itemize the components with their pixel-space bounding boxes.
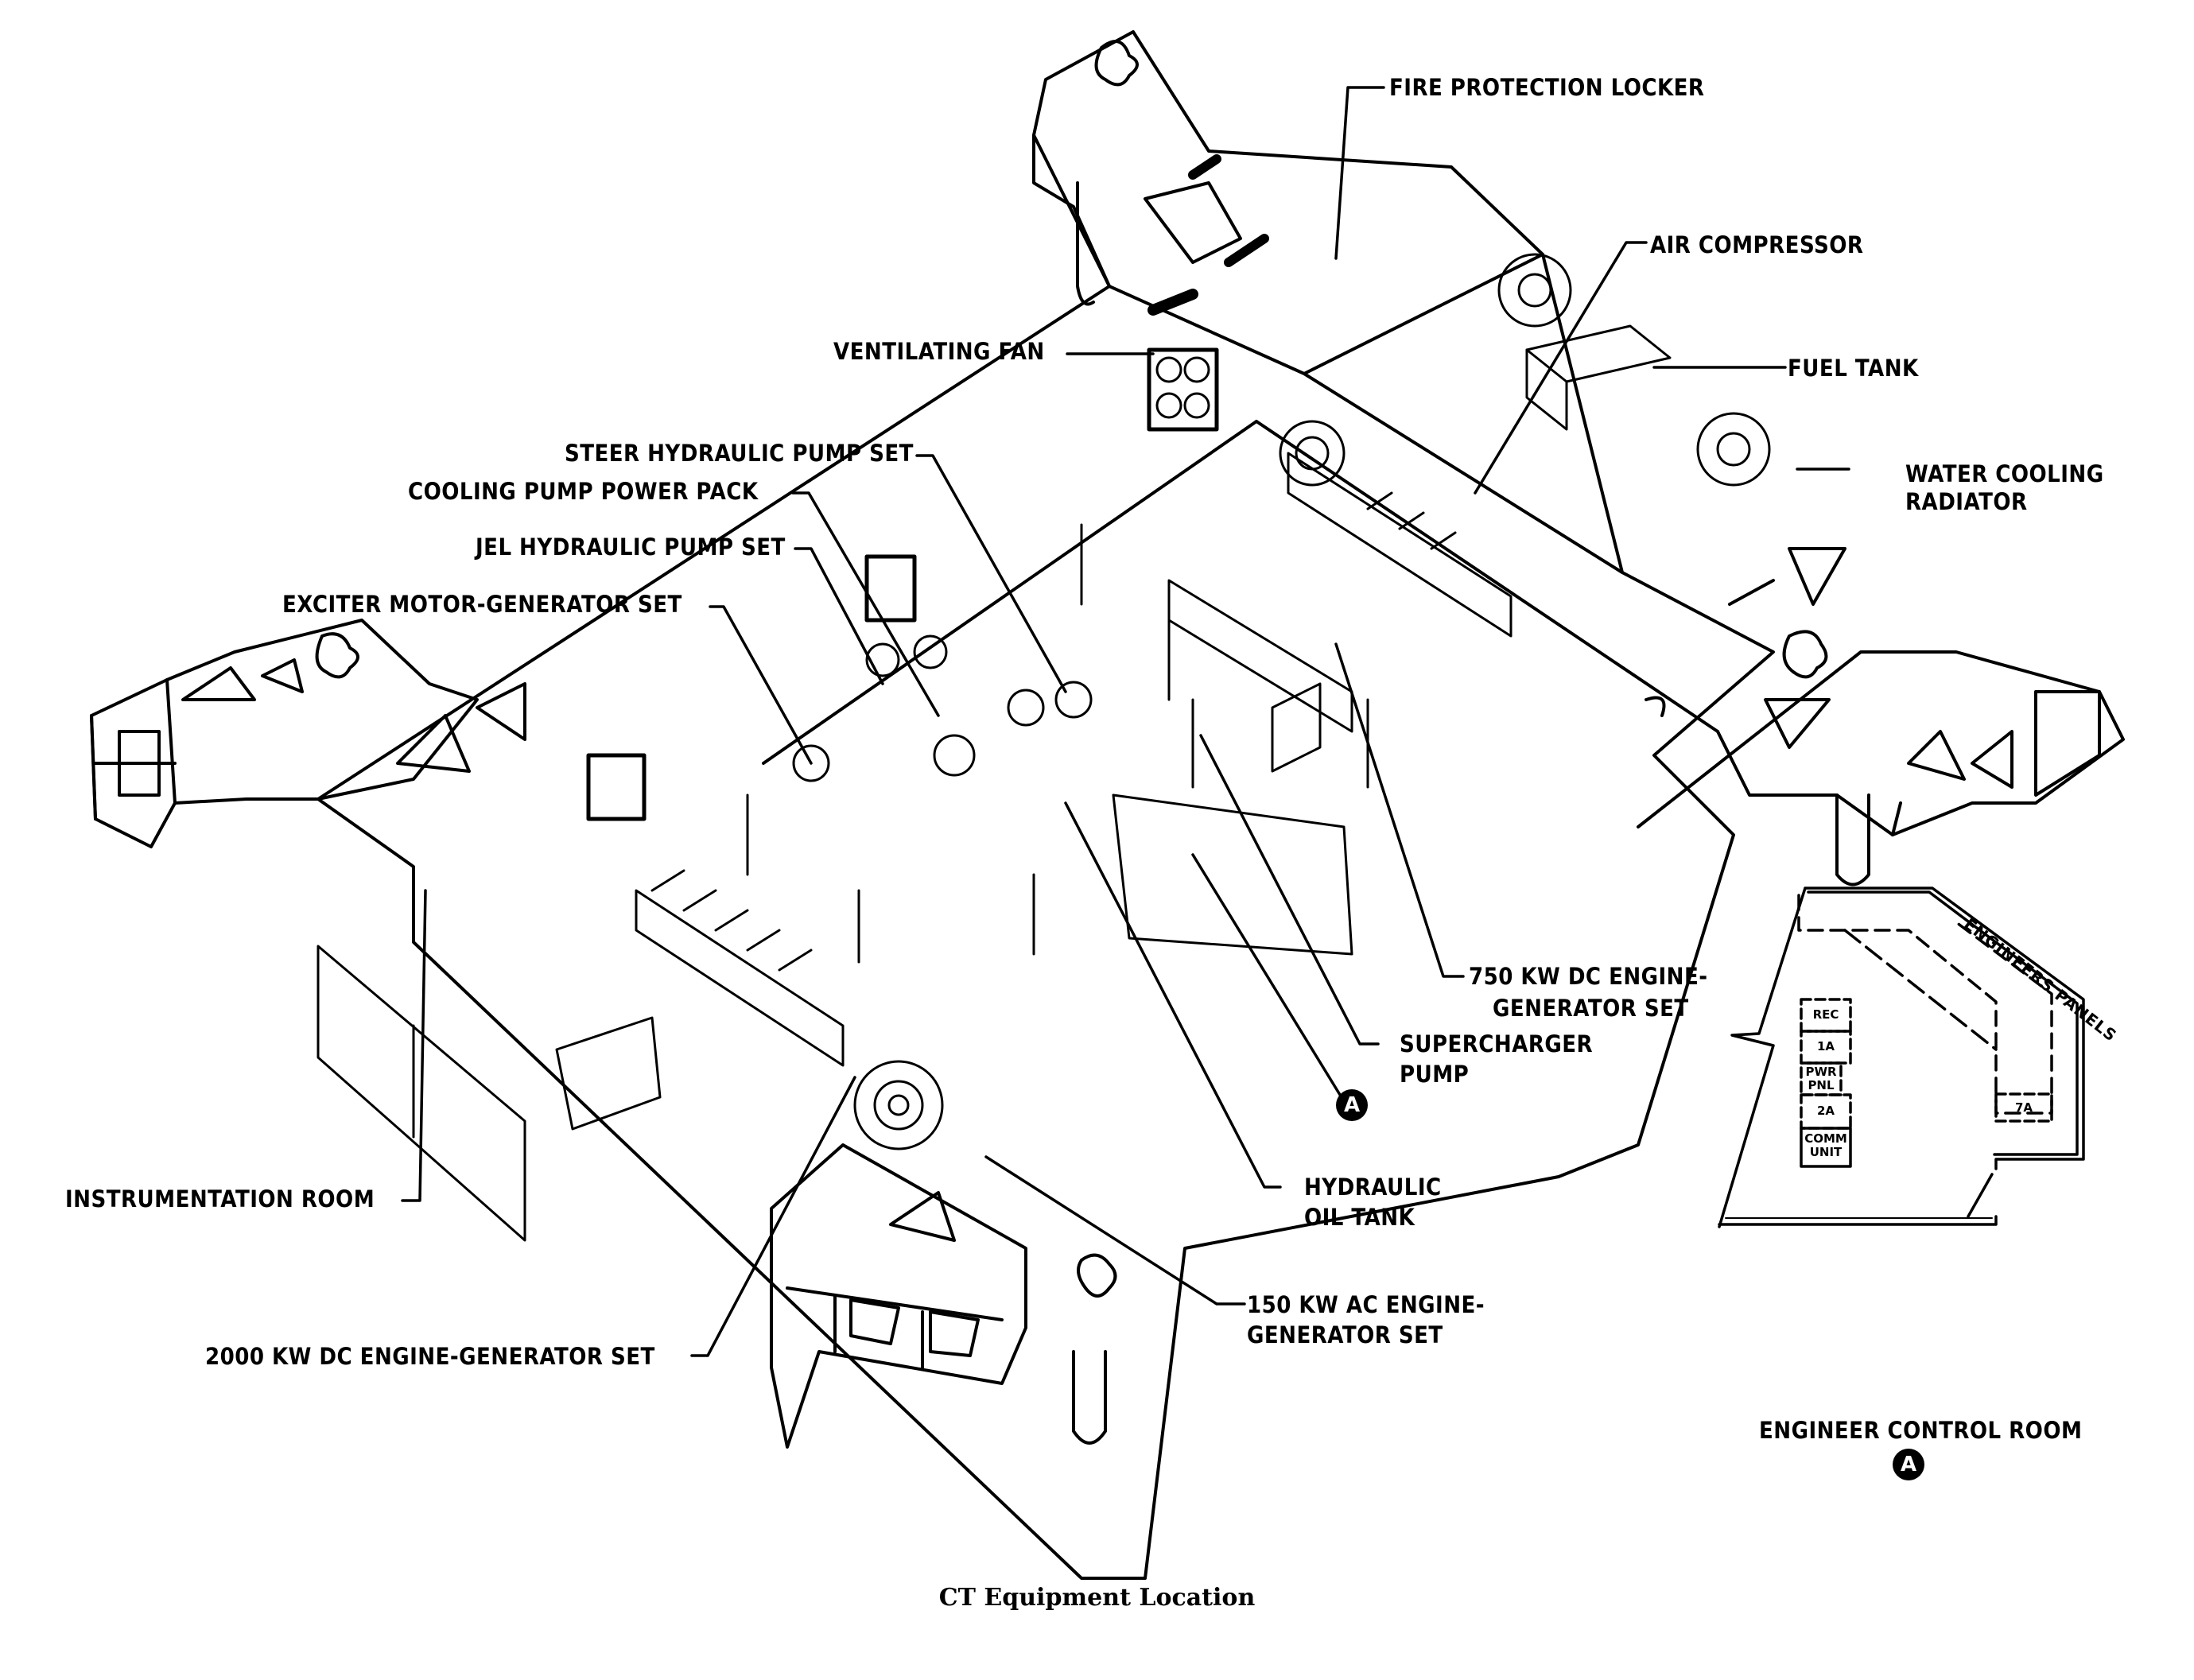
label-750kw-dc-line1: 750 KW DC ENGINE- xyxy=(1469,963,1708,990)
main-deck xyxy=(316,253,1775,1580)
front-truck-arm xyxy=(770,1143,1117,1449)
label-750kw-dc-line2: GENERATOR SET xyxy=(1493,995,1689,1022)
label-exciter-motor-generator-set: EXCITER MOTOR-GENERATOR SET xyxy=(282,591,682,618)
left-truck-arm xyxy=(90,619,526,848)
machinery xyxy=(316,253,1771,1242)
label-supercharger-pump-line2: PUMP xyxy=(1400,1061,1470,1088)
label-fuel-tank: FUEL TANK xyxy=(1788,355,1919,382)
leader-supercharger xyxy=(1199,734,1380,1046)
inset-panel-2a: 2A xyxy=(1816,1104,1835,1118)
leader-instrumentation-room xyxy=(401,889,427,1202)
label-ventilating-fan: VENTILATING FAN xyxy=(833,338,1045,365)
leader-marker-a xyxy=(1191,853,1348,1107)
label-hydraulic-oil-tank-line1: HYDRAULIC xyxy=(1304,1174,1442,1201)
inset-panel-rec: REC xyxy=(1812,1007,1839,1022)
inset-panel-7a: 7A xyxy=(2014,1100,2033,1115)
leader-2000kw xyxy=(690,1076,856,1357)
label-fire-protection-locker: FIRE PROTECTION LOCKER xyxy=(1389,74,1705,101)
inset-panel-1a: 1A xyxy=(1816,1039,1835,1053)
label-cooling-pump-power-pack: COOLING PUMP POWER PACK xyxy=(408,478,759,505)
label-150kw-ac-line2: GENERATOR SET xyxy=(1247,1321,1443,1348)
label-supercharger-pump-line1: SUPERCHARGER xyxy=(1400,1030,1594,1057)
inset-title: ENGINEER CONTROL ROOM xyxy=(1759,1417,2083,1444)
leader-steer-hydraulic xyxy=(915,454,1067,693)
leader-cooling-pump xyxy=(791,491,940,717)
label-150kw-ac-line1: 150 KW AC ENGINE- xyxy=(1247,1291,1485,1318)
leader-fire-protection-locker xyxy=(1334,86,1385,260)
engineer-control-room-inset xyxy=(1718,887,2085,1228)
label-jel-hydraulic-pump-set: JEL HYDRAULIC PUMP SET xyxy=(476,533,786,561)
leader-exciter xyxy=(709,605,813,765)
inset-marker-a: A xyxy=(1893,1449,1924,1480)
label-steer-hydraulic-pump-set: STEER HYDRAULIC PUMP SET xyxy=(565,440,914,467)
label-water-cooling-radiator-line2: RADIATOR xyxy=(1905,488,2028,515)
label-hydraulic-oil-tank-line2: OIL TANK xyxy=(1304,1204,1415,1231)
leader-lines xyxy=(401,86,1850,1357)
label-air-compressor: AIR COMPRESSOR xyxy=(1650,231,1864,258)
leader-air-compressor xyxy=(1474,241,1648,495)
leader-150kw xyxy=(984,1155,1246,1306)
right-truck-arm xyxy=(1637,547,2125,887)
label-water-cooling-radiator-line1: WATER COOLING xyxy=(1905,460,2104,487)
label-2000kw-dc: 2000 KW DC ENGINE-GENERATOR SET xyxy=(205,1343,655,1370)
leader-jel-hydraulic xyxy=(794,547,884,685)
detail-marker-a: A xyxy=(1336,1089,1368,1121)
figure-caption: CT Equipment Location xyxy=(938,1584,1256,1612)
leader-750kw xyxy=(1334,642,1465,978)
leader-hydraulic-oil-tank xyxy=(1064,801,1282,1189)
label-instrumentation-room: INSTRUMENTATION ROOM xyxy=(65,1185,375,1212)
